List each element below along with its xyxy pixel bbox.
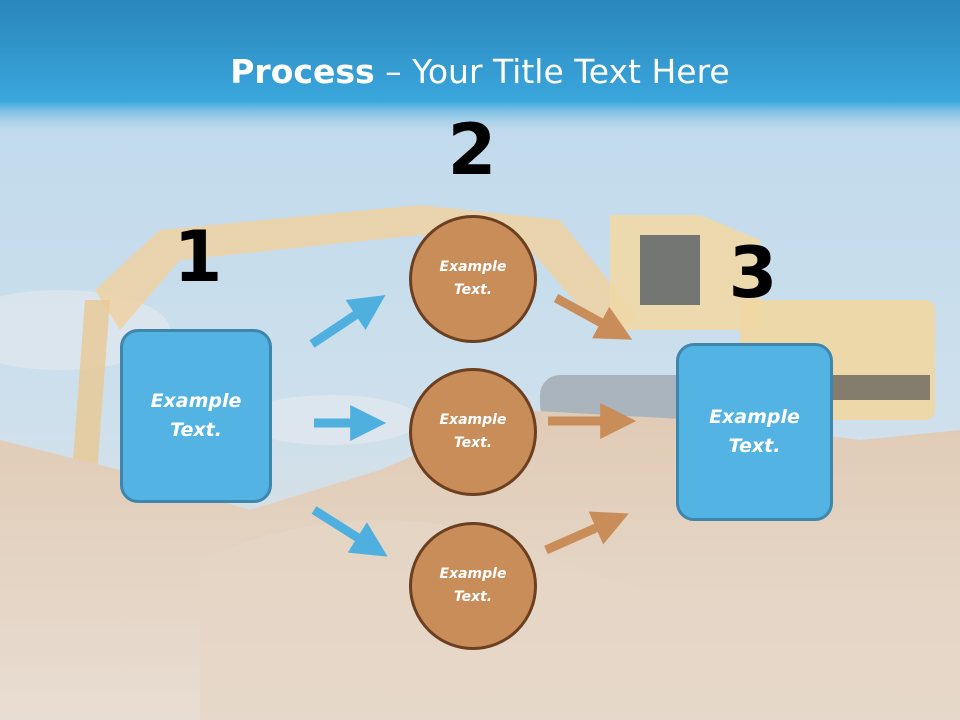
title-bar bbox=[0, 0, 960, 135]
circle-top: Example Text. bbox=[409, 215, 537, 343]
step-number-1: 1 bbox=[173, 216, 223, 298]
circle-top-text: Example Text. bbox=[439, 259, 507, 298]
title-bold-word: Process bbox=[230, 52, 375, 91]
circle-bottom-text: Example Text. bbox=[439, 566, 507, 605]
slide-title: Process – Your Title Text Here bbox=[0, 52, 960, 91]
arrow-box-to-circle-top bbox=[309, 295, 386, 348]
circle-middle-text: Example Text. bbox=[439, 412, 507, 451]
arrow-circle-bottom-to-end bbox=[544, 511, 629, 555]
end-box-text: Example Text. bbox=[709, 406, 800, 457]
arrow-circle-top-to-end bbox=[553, 294, 633, 340]
step-number-3: 3 bbox=[728, 232, 778, 314]
title-rest: – Your Title Text Here bbox=[374, 52, 730, 91]
circle-bottom: Example Text. bbox=[409, 522, 537, 650]
start-box-text: Example Text. bbox=[150, 390, 242, 441]
step-number-2: 2 bbox=[447, 109, 497, 191]
circle-middle: Example Text. bbox=[409, 368, 537, 496]
end-box: Example Text. bbox=[676, 343, 833, 521]
start-box: Example Text. bbox=[120, 329, 272, 503]
arrow-box-to-circle-bottom bbox=[311, 506, 388, 557]
